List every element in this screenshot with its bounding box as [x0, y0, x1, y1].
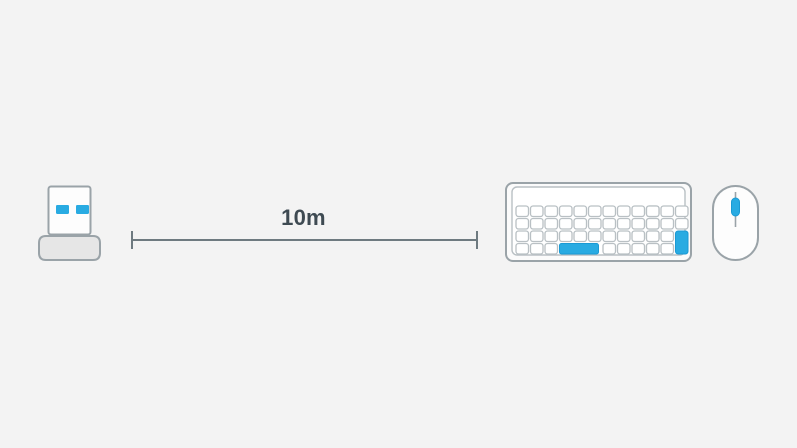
wireless-keyboard[interactable]: [505, 182, 692, 262]
usb-connector-body: [47, 185, 92, 236]
wireless-mouse[interactable]: [712, 185, 759, 261]
distance-measure: [131, 231, 478, 249]
keyboard-enter-key: [675, 230, 689, 255]
usb-receiver-shell: [38, 235, 101, 261]
usb-contact-left-icon: [56, 205, 69, 214]
keyboard-numpad-keys: [645, 205, 689, 255]
usb-receiver[interactable]: [38, 185, 101, 261]
keyboard-main-keys: [515, 205, 660, 255]
mouse-scroll-wheel-icon: [731, 197, 740, 217]
usb-contact-right-icon: [76, 205, 89, 214]
keyboard-spacebar-key: [559, 243, 599, 255]
